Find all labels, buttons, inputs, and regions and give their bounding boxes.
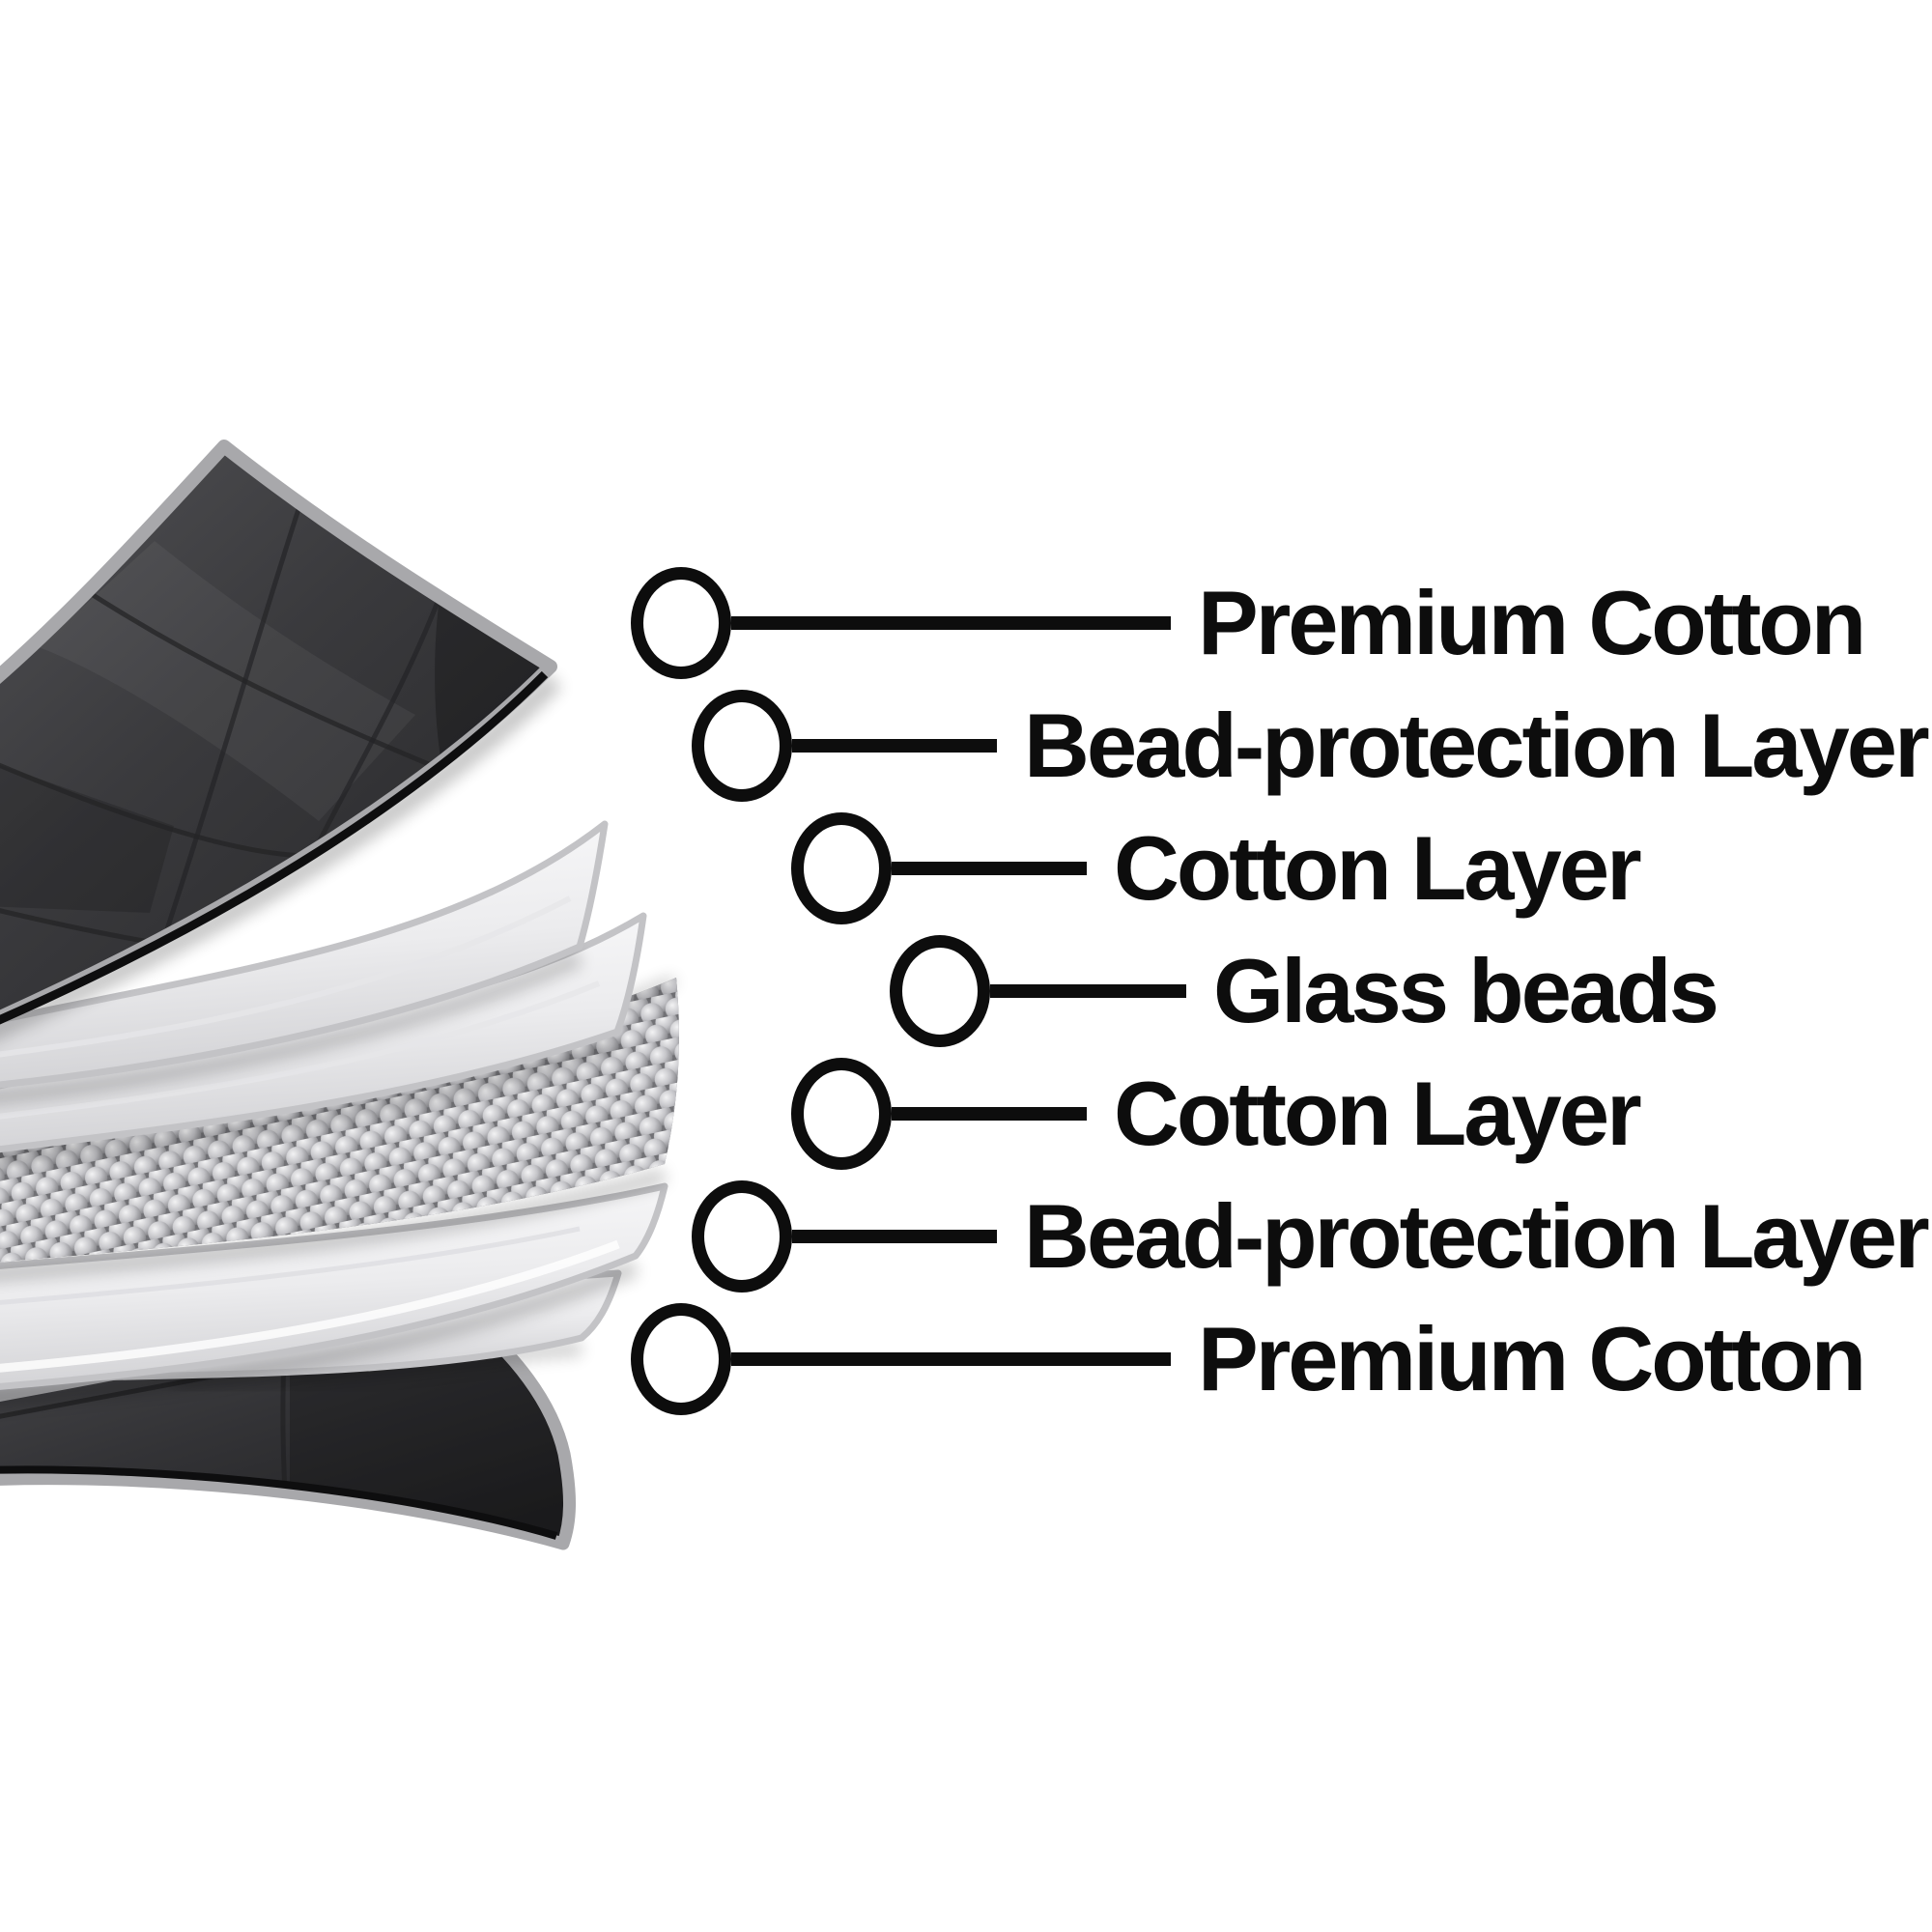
callout-line xyxy=(990,984,1186,998)
callout-circle-icon xyxy=(791,1058,892,1170)
callout-label: Bead-protection Layer xyxy=(1024,1185,1930,1287)
callout-cotton-layer-top: Cotton Layer xyxy=(791,812,1642,924)
callout-label: Bead-protection Layer xyxy=(1024,695,1930,796)
callout-circle-icon xyxy=(791,812,892,924)
bead-protection-top-layer xyxy=(0,820,609,1104)
callout-line xyxy=(892,1107,1087,1121)
callout-circle-icon xyxy=(631,567,731,679)
callout-label: Cotton Layer xyxy=(1114,817,1642,919)
premium-cotton-top-layer xyxy=(0,440,562,1039)
callout-cotton-layer-bottom: Cotton Layer xyxy=(791,1058,1642,1170)
callout-line xyxy=(792,1230,997,1243)
callout-line xyxy=(731,1352,1171,1366)
callout-circle-icon xyxy=(692,690,792,802)
callout-premium-cotton-top: Premium Cotton xyxy=(631,567,1866,679)
callout-circle-icon xyxy=(890,935,990,1047)
callout-circle-icon xyxy=(692,1180,792,1293)
callout-label: Cotton Layer xyxy=(1114,1063,1642,1164)
callout-glass-beads: Glass beads xyxy=(890,935,1719,1047)
callout-label: Premium Cotton xyxy=(1198,572,1866,673)
callout-label: Glass beads xyxy=(1213,940,1719,1041)
callout-line xyxy=(731,616,1171,630)
callout-bead-protection-bottom: Bead-protection Layer xyxy=(692,1180,1930,1293)
callout-premium-cotton-bottom: Premium Cotton xyxy=(631,1303,1866,1415)
callout-label: Premium Cotton xyxy=(1198,1308,1866,1409)
blanket-layers-illustration xyxy=(0,440,679,1550)
callout-circle-icon xyxy=(631,1303,731,1415)
callout-line xyxy=(892,862,1087,875)
callout-line xyxy=(792,739,997,753)
callout-bead-protection-top: Bead-protection Layer xyxy=(692,690,1930,802)
